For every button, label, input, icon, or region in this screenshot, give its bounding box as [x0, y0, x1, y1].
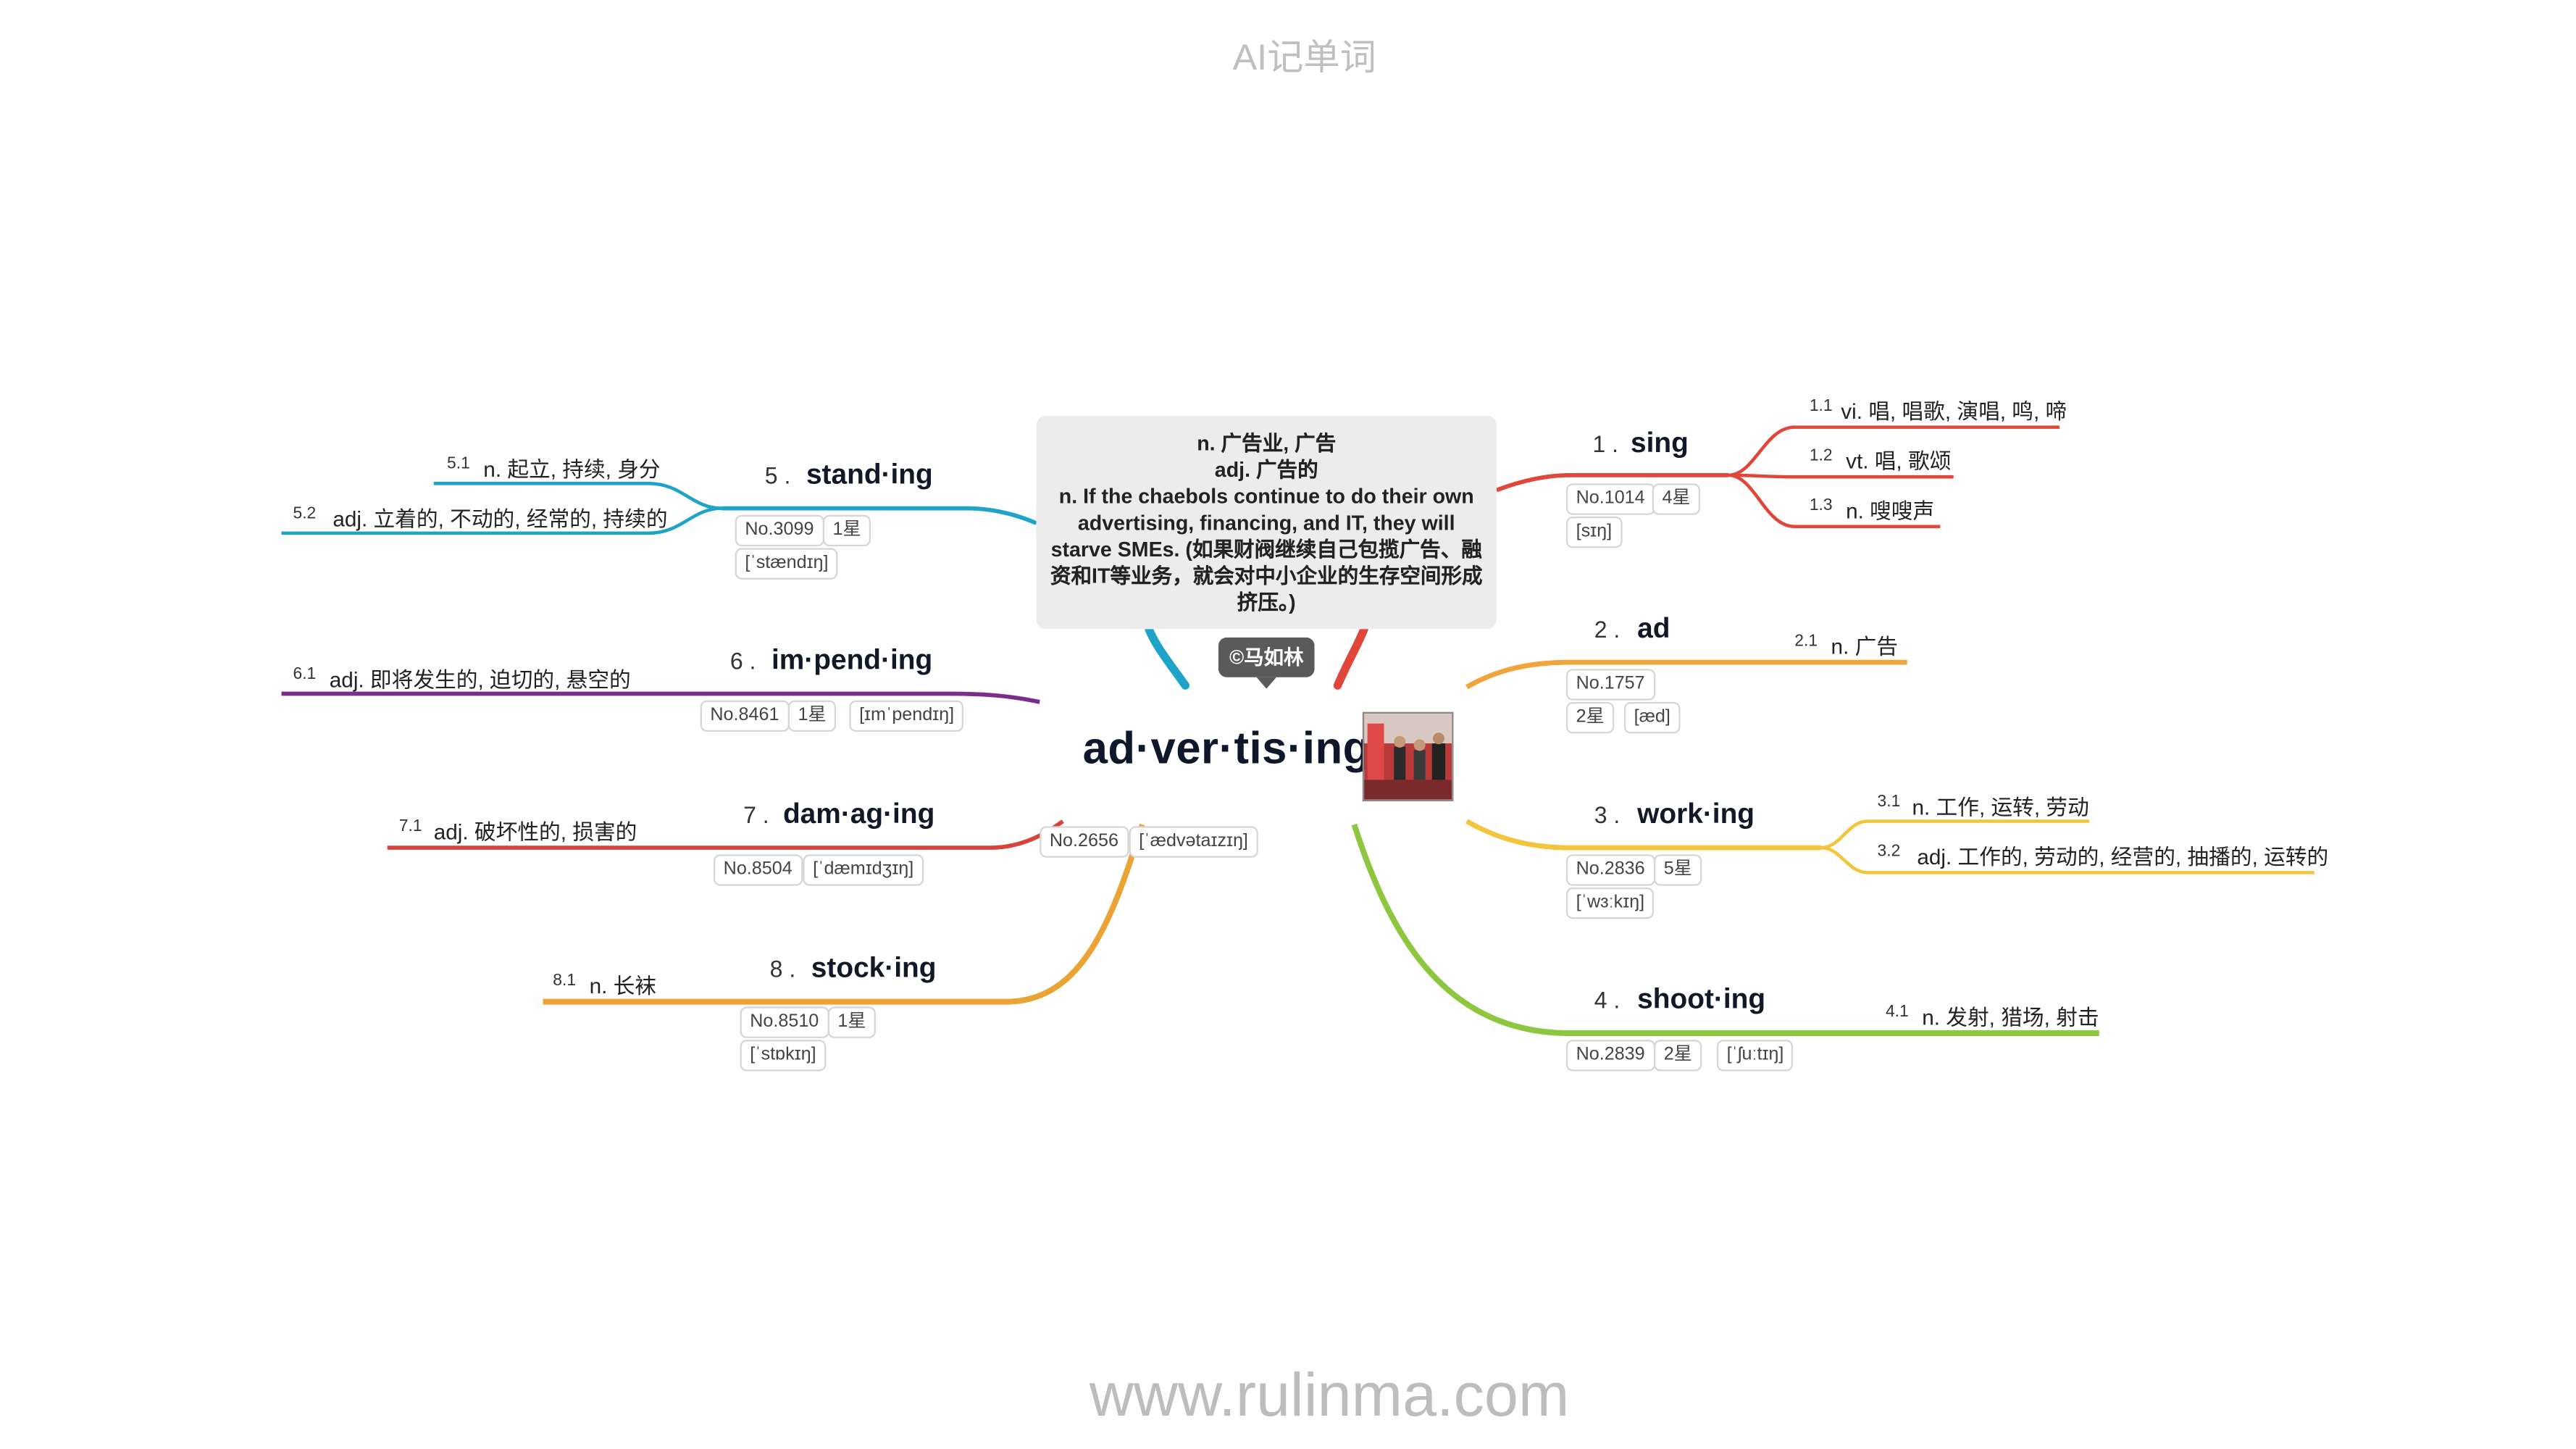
node-standing-tag-star: 1星	[822, 514, 871, 547]
def-working-3-1-num: 3.1	[1877, 793, 1901, 811]
link-ad-main	[1465, 659, 1907, 690]
def-damaging-7-1-text: adj. 破坏性的, 损害的	[433, 819, 637, 845]
node-stocking-number: 8 .	[769, 955, 796, 982]
link-shooting-main	[1351, 823, 2099, 1037]
def-sing-1-3-text: n. 嗖嗖声	[1846, 498, 1935, 524]
word-illustration-image	[1362, 711, 1454, 802]
def-ad-2-1-num: 2.1	[1794, 632, 1818, 651]
node-impending-tag-no: No.8461	[700, 700, 790, 732]
node-ad-number: 2 .	[1594, 616, 1621, 643]
node-ad-word[interactable]: ad	[1637, 612, 1670, 644]
node-stocking-tag-no: No.8510	[740, 1006, 829, 1038]
footer-website-url: www.rulinma.com	[1089, 1361, 1570, 1429]
node-shooting-number: 4 .	[1594, 987, 1621, 1014]
def-impending-6-1-num: 6.1	[293, 665, 317, 684]
node-damaging-tag-no: No.8504	[713, 854, 803, 886]
node-ad-tag-phonetic: [æd]	[1623, 701, 1681, 734]
node-damaging-word[interactable]: dam·ag·ing	[782, 798, 935, 830]
def-sing-1-2-text: vt. 唱, 歌颂	[1846, 448, 1952, 474]
node-sing-word[interactable]: sing	[1631, 427, 1689, 459]
def-shooting-4-1-text: n. 发射, 猎场, 射击	[1922, 1005, 2099, 1030]
node-impending-number: 6 .	[729, 647, 756, 675]
node-shooting-tag-star: 2星	[1654, 1040, 1702, 1072]
node-working-number: 3 .	[1594, 801, 1621, 828]
link-working-main	[1465, 819, 1821, 851]
node-working-tag-no: No.2836	[1565, 854, 1655, 886]
link-sing-1-2	[1728, 473, 1954, 479]
link-working-3-2	[1820, 845, 2314, 874]
definition-callout: n. 广告业, 广告 adj. 广告的 n. If the chaebols c…	[1036, 415, 1497, 630]
node-working-tag-star: 5星	[1654, 854, 1702, 886]
def-sing-1-1-text: vi. 唱, 唱歌, 演唱, 鸣, 啼	[1841, 398, 2067, 425]
node-working-word[interactable]: work·ing	[1637, 798, 1755, 830]
def-sing-1-2-num: 1.2	[1809, 447, 1833, 466]
def-standing-5-2-text: adj. 立着的, 不动的, 经常的, 持续的	[333, 506, 668, 532]
link-stocking-main	[543, 823, 1145, 1005]
page-header-title: AI记单词	[1232, 36, 1376, 78]
link-standing-5-1	[433, 482, 722, 510]
node-working-tag-phonetic: [ˈwɜːkɪŋ]	[1565, 887, 1655, 919]
node-standing-tag-phonetic: [ˈstændɪŋ]	[735, 548, 839, 580]
author-credit-badge: ©马如林	[1218, 637, 1315, 689]
node-damaging-tag-phonetic: [ˈdæmɪdʒɪŋ]	[803, 854, 924, 886]
def-standing-5-2-num: 5.2	[293, 505, 317, 524]
node-sing-number: 1 .	[1592, 430, 1619, 457]
node-shooting-word[interactable]: shoot·ing	[1637, 983, 1766, 1015]
node-shooting-tag-no: No.2839	[1565, 1040, 1655, 1072]
node-standing-tag-no: No.3099	[735, 514, 824, 547]
def-impending-6-1-text: adj. 即将发生的, 迫切的, 悬空的	[329, 667, 631, 693]
node-impending-word[interactable]: im·pend·ing	[771, 643, 933, 676]
def-sing-1-3-num: 1.3	[1809, 496, 1833, 515]
node-sing-tag-star: 4星	[1652, 483, 1701, 515]
node-stocking-word[interactable]: stock·ing	[811, 952, 937, 984]
node-damaging-number: 7 .	[743, 801, 769, 828]
node-standing-word[interactable]: stand·ing	[806, 459, 933, 490]
link-sing-main	[1495, 473, 1728, 493]
node-sing-tag-phonetic: [sɪŋ]	[1565, 517, 1622, 548]
node-impending-tag-star: 1星	[787, 700, 837, 732]
def-stocking-8-1-text: n. 长袜	[589, 973, 657, 999]
center-word-number: No.2656	[1040, 826, 1129, 858]
node-shooting-tag-phonetic: [ˈʃuːtɪŋ]	[1716, 1040, 1794, 1072]
link-center-callout-right	[1333, 625, 1368, 690]
def-working-3-2-num: 3.2	[1877, 843, 1901, 861]
link-sing-1-3	[1728, 473, 1941, 529]
def-ad-2-1-text: n. 广告	[1831, 634, 1899, 659]
def-damaging-7-1-num: 7.1	[398, 817, 422, 837]
node-sing-tag-no: No.1014	[1565, 483, 1655, 515]
def-working-3-1-text: n. 工作, 运转, 劳动	[1912, 794, 2089, 820]
node-ad-tag-star: 2星	[1565, 701, 1615, 734]
callout-line-1: n. 广告业, 广告	[1197, 432, 1337, 456]
link-sing-1-1	[1728, 425, 2059, 477]
def-standing-5-1-num: 5.1	[447, 455, 470, 474]
center-word-phonetic: [ˈædvətaɪzɪŋ]	[1129, 826, 1258, 858]
center-word: ad·ver·tis·ing	[1082, 723, 1371, 774]
node-impending-tag-phonetic: [ɪmˈpendɪŋ]	[849, 700, 964, 732]
def-shooting-4-1-num: 4.1	[1885, 1003, 1909, 1022]
def-standing-5-1-text: n. 起立, 持续, 身分	[483, 456, 661, 483]
link-center-callout-left	[1145, 625, 1189, 690]
def-working-3-2-text: adj. 工作的, 劳动的, 经营的, 抽播的, 运转的	[1917, 844, 2329, 869]
node-stocking-tag-phonetic: [ˈstɒkɪŋ]	[740, 1040, 827, 1072]
link-standing-main	[722, 506, 1037, 525]
def-stocking-8-1-num: 8.1	[553, 972, 577, 990]
link-working-3-1	[1820, 819, 2090, 850]
node-ad-tag-no: No.1757	[1565, 669, 1655, 701]
node-standing-number: 5 .	[764, 462, 791, 489]
link-impending-main	[281, 691, 1040, 704]
callout-line-2: adj. 广告的	[1214, 459, 1318, 483]
node-stocking-tag-star: 1星	[827, 1006, 877, 1038]
def-sing-1-1-num: 1.1	[1809, 397, 1833, 416]
link-standing-5-2	[281, 506, 722, 535]
callout-line-3: n. If the chaebols continue to do their …	[1050, 485, 1483, 614]
